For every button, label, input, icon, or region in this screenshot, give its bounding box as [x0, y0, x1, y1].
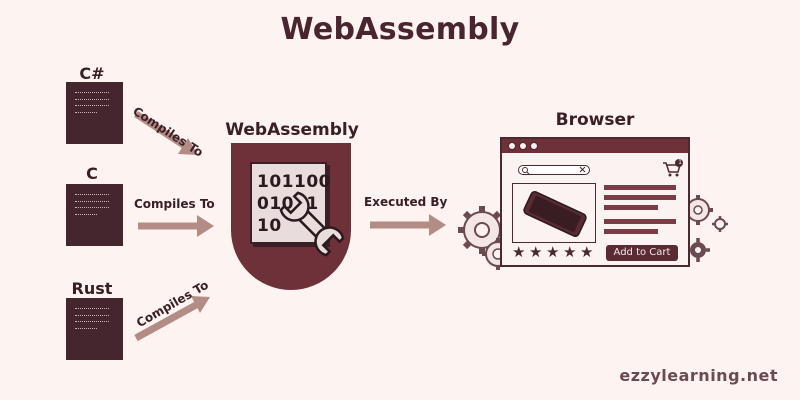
- arrow-label-executed: Executed By: [364, 195, 448, 209]
- product-detail-line: [604, 205, 658, 210]
- star-icon: ★: [563, 243, 577, 261]
- arrowhead-csharp: [178, 138, 198, 155]
- arrow-rust: [134, 301, 198, 342]
- star-icon: ★: [580, 243, 594, 261]
- gear-icon: [683, 195, 713, 225]
- arrow-label-c: Compiles To: [134, 197, 215, 211]
- diagram-title: WebAssembly: [280, 12, 520, 47]
- site-footer: ezzylearning.net: [619, 366, 778, 385]
- product-image: [512, 183, 596, 243]
- gear-icon: [458, 206, 506, 254]
- product-detail-line: [604, 229, 658, 234]
- binary-line-1: 101100: [257, 172, 331, 192]
- gear-icon: [686, 238, 710, 262]
- window-dot: [530, 142, 538, 150]
- wasm-title: WebAssembly: [225, 120, 359, 140]
- product-detail-line: [604, 185, 676, 190]
- shopping-cart-icon[interactable]: [662, 159, 684, 179]
- window-dot: [508, 142, 516, 150]
- search-icon: [522, 167, 530, 175]
- product-detail-line: [604, 219, 676, 224]
- source-file-csharp: [66, 82, 123, 144]
- arrowhead-c: [197, 215, 214, 237]
- binary-line-3: 10: [257, 216, 282, 236]
- source-label-csharp: C#: [79, 64, 105, 83]
- arrowhead-executed: [429, 214, 446, 236]
- source-label-rust: Rust: [71, 279, 113, 298]
- window-dot: [519, 142, 527, 150]
- search-input[interactable]: [518, 165, 590, 175]
- star-icon: ★: [546, 243, 560, 261]
- gear-icon: [712, 216, 728, 232]
- source-file-rust: [66, 298, 123, 360]
- close-icon: [579, 166, 586, 173]
- source-file-c: [66, 184, 123, 246]
- arrow-csharp: [134, 111, 190, 151]
- source-label-c: C: [86, 164, 98, 183]
- browser-title-bar: [502, 139, 688, 153]
- cart-count-badge: 1: [678, 159, 682, 166]
- product-detail-line: [604, 195, 676, 200]
- add-to-cart-button[interactable]: Add to Cart: [606, 245, 678, 261]
- browser-window: 1 ★★★★★ Add to Cart: [500, 137, 690, 267]
- star-icon: ★: [512, 243, 526, 261]
- smartphone-icon: [523, 191, 587, 237]
- browser-title: Browser: [555, 110, 635, 130]
- arrowhead-rust: [191, 296, 210, 313]
- star-icon: ★: [529, 243, 543, 261]
- wrench-icon: [279, 191, 345, 257]
